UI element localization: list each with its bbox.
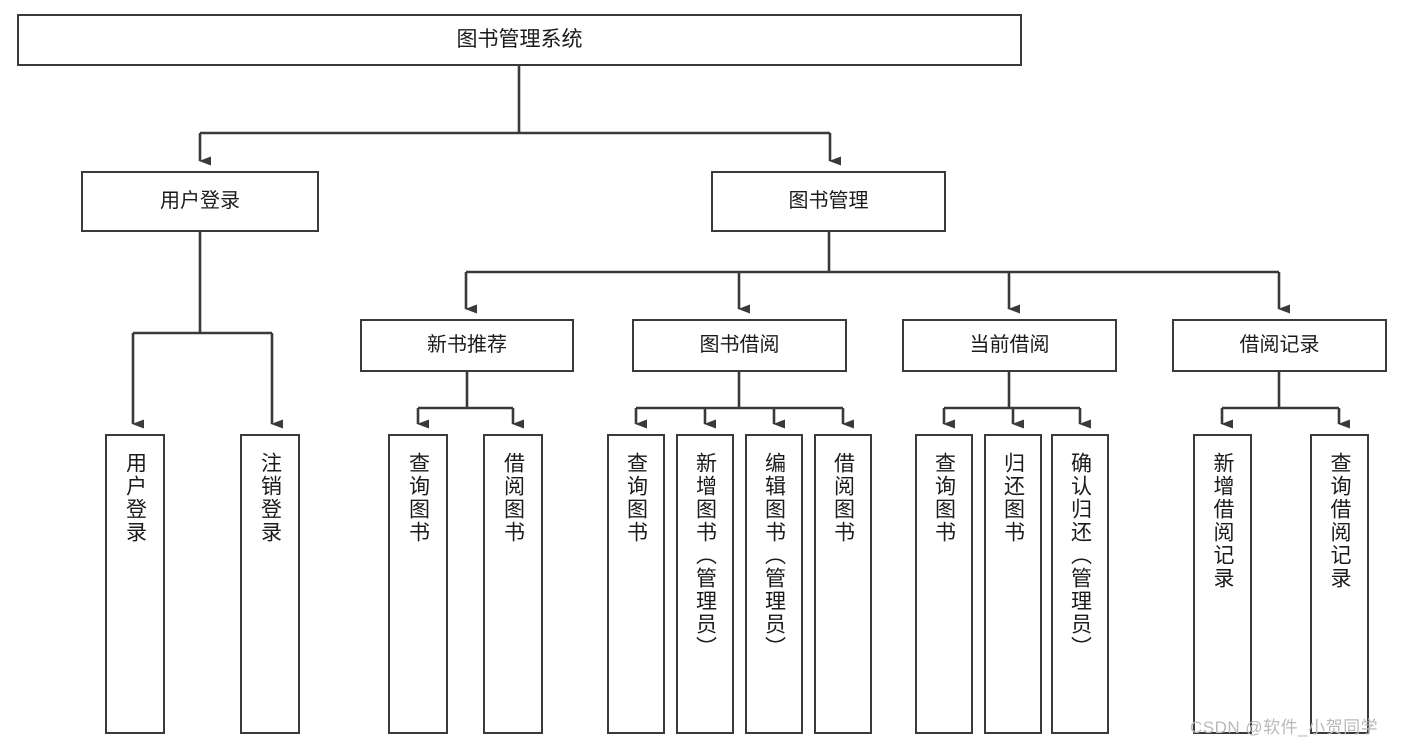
node-book-borrow[interactable]: 图书借阅 — [632, 319, 847, 372]
leaf-borrow-book[interactable]: 借阅图书 — [814, 434, 872, 734]
leaf-confirm-return-admin[interactable]: 确认归还（管理员） — [1051, 434, 1109, 734]
node-user-login[interactable]: 用户登录 — [81, 171, 319, 232]
node-new-book-recommend[interactable]: 新书推荐 — [360, 319, 574, 372]
leaf-return-book[interactable]: 归还图书 — [984, 434, 1042, 734]
leaf-query-book-recommend[interactable]: 查询图书 — [388, 434, 448, 734]
node-label: 查询图书 — [932, 452, 956, 544]
node-label: 查询图书 — [406, 452, 430, 544]
node-root[interactable]: 图书管理系统 — [17, 14, 1022, 66]
leaf-borrow-book-recommend[interactable]: 借阅图书 — [483, 434, 543, 734]
node-label: 用户登录 — [123, 452, 147, 544]
node-label: 借阅图书 — [501, 452, 525, 544]
node-label: 图书借阅 — [699, 334, 780, 357]
node-label: 用户登录 — [160, 190, 240, 213]
node-label: 新增借阅记录 — [1211, 452, 1234, 590]
leaf-edit-book-admin[interactable]: 编辑图书（管理员） — [745, 434, 803, 734]
node-current-borrow[interactable]: 当前借阅 — [902, 319, 1117, 372]
node-label: 编辑图书（管理员） — [762, 452, 786, 659]
node-book-manage[interactable]: 图书管理 — [711, 171, 946, 232]
leaf-add-borrow-record[interactable]: 新增借阅记录 — [1193, 434, 1252, 734]
node-label: 确认归还（管理员） — [1068, 452, 1092, 659]
leaf-query-book-borrow[interactable]: 查询图书 — [607, 434, 665, 734]
node-label: 新书推荐 — [427, 334, 507, 357]
node-label: 注销登录 — [258, 452, 282, 544]
node-label: 查询图书 — [624, 452, 648, 544]
node-label: 查询借阅记录 — [1328, 452, 1351, 590]
node-label: 图书管理系统 — [456, 28, 583, 52]
node-label: 借阅图书 — [831, 452, 855, 544]
node-label: 借阅记录 — [1239, 334, 1320, 357]
leaf-user-logout[interactable]: 注销登录 — [240, 434, 300, 734]
node-label: 图书管理 — [788, 190, 869, 213]
leaf-user-login[interactable]: 用户登录 — [105, 434, 165, 734]
node-label: 当前借阅 — [969, 334, 1050, 357]
node-label: 归还图书 — [1001, 452, 1025, 544]
node-borrow-record[interactable]: 借阅记录 — [1172, 319, 1387, 372]
leaf-add-book-admin[interactable]: 新增图书（管理员） — [676, 434, 734, 734]
csdn-watermark: CSDN @软件_小贺同学 — [1190, 718, 1379, 737]
node-label: 新增图书（管理员） — [693, 452, 717, 659]
leaf-query-book-current[interactable]: 查询图书 — [915, 434, 973, 734]
leaf-query-borrow-record[interactable]: 查询借阅记录 — [1310, 434, 1369, 734]
